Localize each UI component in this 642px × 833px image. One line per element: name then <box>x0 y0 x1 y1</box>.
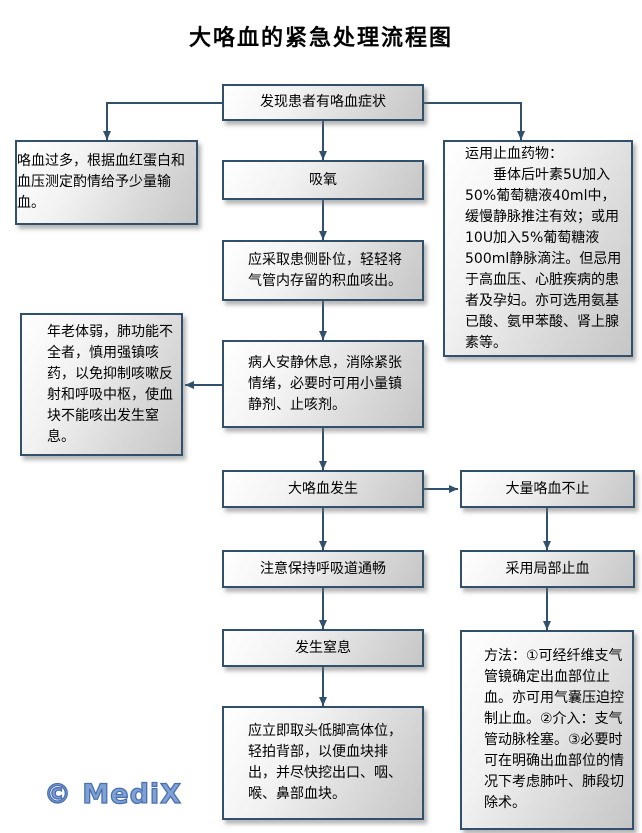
flow-node-oxygen-label: 吸氧 <box>309 171 337 188</box>
flow-node-local-methods: 方法：①可经纤维支气管镜确定出血部位止血。亦可用气囊压迫控制止血。②介入：支气管… <box>460 630 634 830</box>
flow-node-hemostatic-drugs: 运用止血药物： 垂体后叶素5U加入50%葡萄糖液40ml中，缓慢静脉推注有效；或… <box>443 140 633 357</box>
flow-node-transfusion-label: 咯血过多，根据血红蛋白和血压测定酌情给予少量输血。 <box>17 153 185 211</box>
flow-node-unstoppable-hemoptysis-label: 大量咯血不止 <box>505 480 590 497</box>
flow-node-oxygen: 吸氧 <box>222 160 424 200</box>
flow-node-hemostatic-drugs-label: 运用止血药物： 垂体后叶素5U加入50%葡萄糖液40ml中，缓慢静脉推注有效；或… <box>465 145 622 351</box>
flow-node-unstoppable-hemoptysis: 大量咯血不止 <box>460 470 635 508</box>
flow-node-airway: 注意保持呼吸道通畅 <box>222 550 424 588</box>
flow-node-local-methods-label: 方法：①可经纤维支气管镜确定出血部位止血。亦可用气囊压迫控制止血。②介入：支气管… <box>484 648 624 811</box>
flow-node-rest-label: 病人安静休息，消除紧张情绪，必要时可用小量镇静剂、止咳剂。 <box>248 354 402 413</box>
flow-node-start: 发现患者有咯血症状 <box>222 84 424 121</box>
flow-node-elderly-caution: 年老体弱，肺功能不全者，慎用强镇咳药，以免抑制咳嗽反射和呼吸中枢，使血块不能咳出… <box>20 313 183 456</box>
flow-node-asphyxia-label: 发生窒息 <box>295 639 351 656</box>
flow-node-rest: 病人安静休息，消除紧张情绪，必要时可用小量镇静剂、止咳剂。 <box>222 340 424 428</box>
flow-node-asphyxia: 发生窒息 <box>222 629 424 667</box>
flow-node-elderly-caution-label: 年老体弱，肺功能不全者，慎用强镇咳药，以免抑制咳嗽反射和呼吸中枢，使血块不能咳出… <box>47 323 173 445</box>
flow-node-asphyxia-treatment: 应立即取头低脚高体位，轻拍背部，以便血块排出，并尽快挖出口、咽、喉、鼻部血块。 <box>222 706 424 820</box>
flow-node-asphyxia-treatment-label: 应立即取头低脚高体位，轻拍背部，以便血块排出，并尽快挖出口、咽、喉、鼻部血块。 <box>248 723 402 802</box>
flow-node-lateral-position: 应采取患侧卧位，轻轻将气管内存留的积血咳出。 <box>222 240 424 301</box>
flow-node-start-label: 发现患者有咯血症状 <box>260 94 386 110</box>
page-title: 大咯血的紧急处理流程图 <box>188 26 453 51</box>
flow-node-local-hemostasis-label: 采用局部止血 <box>505 560 590 577</box>
medix-logo: © MediX <box>43 778 182 810</box>
flow-node-local-hemostasis: 采用局部止血 <box>460 550 635 588</box>
flow-node-massive-hemoptysis-label: 大咯血发生 <box>288 480 358 497</box>
flow-node-transfusion: 咯血过多，根据血红蛋白和血压测定酌情给予少量输血。 <box>15 140 198 225</box>
flow-node-lateral-position-label: 应采取患侧卧位，轻轻将气管内存留的积血咳出。 <box>248 251 402 289</box>
flow-node-massive-hemoptysis: 大咯血发生 <box>222 470 424 508</box>
flow-node-airway-label: 注意保持呼吸道通畅 <box>260 560 386 577</box>
